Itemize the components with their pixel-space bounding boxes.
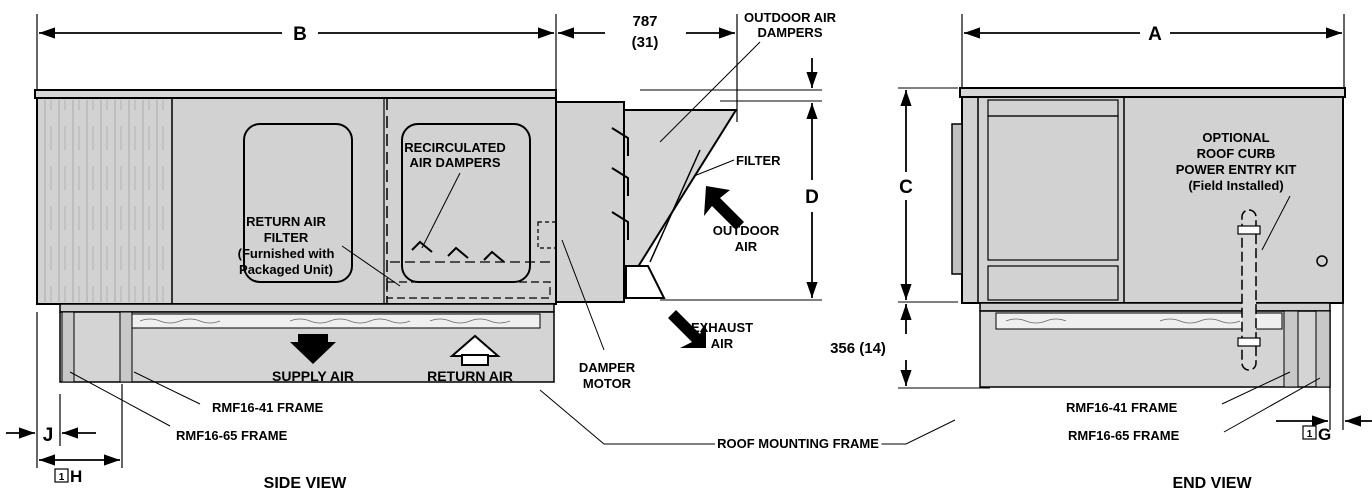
- rmf65-side-label: RMF16-65 FRAME: [176, 428, 288, 443]
- filter-leader: [693, 159, 735, 177]
- frame-post-41: [61, 311, 75, 383]
- outdoor-air-dampers-label-1: OUTDOOR AIR: [744, 10, 837, 25]
- end-post-41: [1283, 310, 1299, 388]
- dimension-a: A: [1148, 24, 1162, 45]
- outdoor-air-arrow: [704, 186, 744, 230]
- damper-motor-label-1: DAMPER: [579, 360, 636, 375]
- recirc-damper-blades: [411, 240, 505, 263]
- dimension-c: C: [899, 177, 913, 198]
- return-filter-label-3: (Furnished with: [238, 246, 335, 261]
- end-frame-insulation: [995, 312, 1283, 330]
- optional-label-4: (Field Installed): [1188, 178, 1283, 193]
- roof-frame-leader: [539, 389, 956, 445]
- supply-air-label: SUPPLY AIR: [272, 368, 354, 384]
- frame-top-flange: [59, 303, 555, 313]
- side-view-title: SIDE VIEW: [264, 475, 348, 492]
- outdoor-air-label-1: OUTDOOR: [713, 223, 780, 238]
- h-note-symbol: 1: [59, 472, 65, 483]
- end-frame-flange: [979, 302, 1331, 312]
- end-side-panel: [951, 123, 963, 275]
- exhaust-air-label-2: AIR: [711, 336, 734, 351]
- return-filter-label-4: Packaged Unit): [239, 262, 333, 277]
- outdoor-dampers-leader: [659, 41, 761, 143]
- recirculated-dampers-label-1: RECIRCULATED: [404, 140, 506, 155]
- outdoor-damper-blades: [611, 127, 629, 240]
- end-insulation-texture: [1005, 318, 1241, 324]
- door-latch-icon: [1316, 255, 1328, 267]
- outdoor-air-label-2: AIR: [735, 239, 758, 254]
- pipe-fitting-top: [1237, 225, 1261, 235]
- outdoor-air-dampers-label-2: DAMPERS: [757, 25, 822, 40]
- damper-length-in: (31): [632, 34, 659, 51]
- hood-filter-line: [649, 149, 701, 263]
- rmf41-end-leader: [1221, 371, 1291, 405]
- damper-length-mm: 787: [632, 13, 657, 30]
- rmf65-end-leader: [1223, 377, 1321, 433]
- optional-label-3: POWER ENTRY KIT: [1176, 162, 1297, 177]
- power-entry-pipe: [1241, 209, 1257, 371]
- end-lower-panel: [987, 265, 1119, 301]
- recirculated-dampers-label-2: AIR DAMPERS: [409, 155, 500, 170]
- recirculated-leader: [421, 172, 461, 249]
- frame-post-65: [119, 311, 133, 383]
- return-air-label: RETURN AIR: [427, 368, 513, 384]
- end-view-title: END VIEW: [1172, 475, 1252, 492]
- filter-label: FILTER: [736, 153, 781, 168]
- rmf41-side-label: RMF16-41 FRAME: [212, 400, 324, 415]
- return-filter-label-2: FILTER: [264, 230, 309, 245]
- return-arrow-shaft: [461, 354, 489, 366]
- access-panel-left: [243, 123, 353, 283]
- damper-motor-leader: [561, 239, 605, 351]
- coil-section: [40, 100, 170, 302]
- rmf65-end-label: RMF16-65 FRAME: [1068, 428, 1180, 443]
- pipe-fitting-bottom: [1237, 337, 1261, 347]
- return-filter-leader: [341, 245, 401, 287]
- g-note-box: [1302, 425, 1317, 440]
- exhaust-hood: [625, 265, 666, 299]
- rmf41-end-label: RMF16-41 FRAME: [1066, 400, 1178, 415]
- curb-height-label: 356 (14): [830, 340, 886, 357]
- insulation-texture: [139, 318, 511, 324]
- rmf65-side-leader: [69, 371, 171, 427]
- economizer-box: [555, 101, 625, 303]
- end-top-rail: [959, 87, 1346, 98]
- dimension-h: H: [70, 467, 82, 486]
- end-door-panel: [987, 115, 1119, 261]
- optional-label-1: OPTIONAL: [1202, 130, 1269, 145]
- h-note-box: [54, 468, 69, 483]
- end-post-65: [1315, 310, 1331, 388]
- dimension-b: B: [293, 24, 307, 45]
- g-note-symbol: 1: [1307, 429, 1313, 440]
- return-filter-label-1: RETURN AIR: [246, 214, 326, 229]
- roof-mounting-frame-label: ROOF MOUNTING FRAME: [717, 436, 879, 451]
- return-air-filter-outline: [386, 281, 551, 299]
- dimension-g: G: [1318, 425, 1331, 444]
- optional-label-2: ROOF CURB: [1197, 146, 1276, 161]
- supply-arrow-shaft: [298, 334, 328, 343]
- dimension-d: D: [805, 187, 819, 208]
- damper-motor-label-2: MOTOR: [583, 376, 632, 391]
- unit-top-rail: [34, 89, 557, 99]
- frame-insulation: [129, 313, 541, 329]
- power-entry-leader: [1261, 195, 1291, 251]
- exhaust-air-arrow: [668, 310, 706, 348]
- dimension-j: J: [43, 425, 54, 446]
- supply-air-arrow: [290, 342, 336, 364]
- rmf41-side-leader: [133, 371, 201, 405]
- end-unit-body: [961, 96, 1344, 304]
- exhaust-air-label-1: EXHAUST: [691, 320, 753, 335]
